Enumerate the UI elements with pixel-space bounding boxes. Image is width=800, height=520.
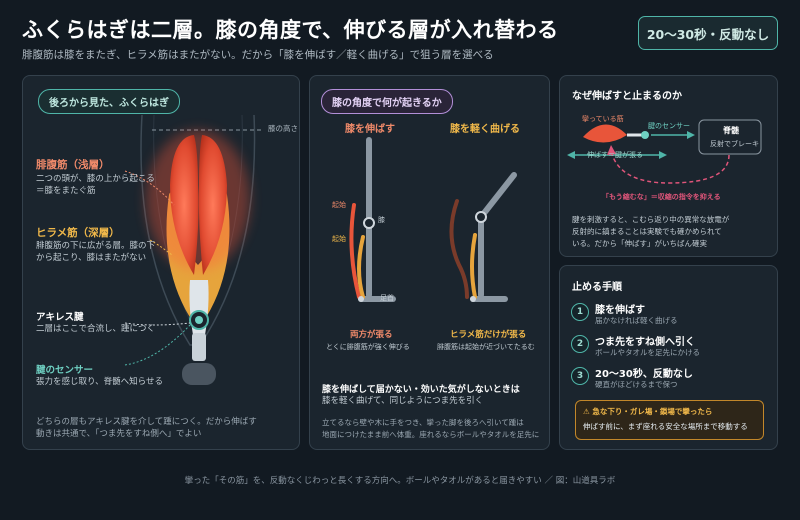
spinal-cord-box bbox=[698, 119, 762, 155]
warning-body: 伸ばす前に、まず座れる安全な場所まで移動する bbox=[583, 422, 748, 431]
middle-tip-title: 膝を伸ばして届かない・効いた気がしないときは bbox=[322, 385, 520, 395]
reflex-panel bbox=[559, 75, 778, 257]
step-1-title: 膝を伸ばす bbox=[595, 305, 645, 316]
origin-label-gastroc: 起始 bbox=[332, 201, 346, 209]
tendon-sensor-label: 腱のセンサー bbox=[648, 122, 690, 130]
bent-caption-title: ヒラメ筋だけが張る bbox=[450, 330, 527, 340]
soleus-muscle bbox=[170, 195, 226, 325]
step-3-sub: 硬直がほどけるまで保つ bbox=[595, 380, 678, 389]
gastroc-straight bbox=[349, 203, 361, 299]
left-footnote-2: 動きは共通で、「つま先をすね側へ」でよい bbox=[36, 429, 202, 439]
inhibition-path bbox=[610, 150, 730, 184]
inhibit-label: 「もう縮むな」＝収縮の指令を抑える bbox=[602, 193, 721, 201]
spinal-cord-sub: 反射でブレーキ bbox=[710, 140, 759, 148]
reflex-diagram bbox=[567, 119, 762, 184]
duration-badge: 20〜30秒・反動なし bbox=[638, 16, 778, 50]
ankle-label: 足首 bbox=[380, 294, 394, 302]
straight-caption-sub: とくに腓腹筋が強く伸びる bbox=[326, 343, 410, 351]
knee-height-label: 膝の高さ bbox=[268, 124, 298, 133]
step-1-sub: 届かなければ軽く曲げる bbox=[595, 316, 678, 325]
gastrocnemius-medial-head bbox=[170, 135, 199, 275]
calf-anatomy-panel bbox=[22, 75, 300, 450]
step-2-title: つま先をすね側へ引く bbox=[595, 337, 695, 348]
page-title: ふくらはぎは二層。膝の角度で、伸びる層が入れ替わる bbox=[22, 18, 559, 42]
step-1-number: 1 bbox=[571, 303, 589, 321]
reflex-title: なぜ伸ばすと止まるのか bbox=[572, 91, 682, 102]
soleus-bent bbox=[470, 233, 477, 299]
step-2-number: 2 bbox=[571, 335, 589, 353]
warning-box bbox=[575, 400, 764, 440]
bent-knee-title: 膝を軽く曲げる bbox=[450, 124, 520, 135]
steps-title: 止める手順 bbox=[572, 282, 622, 293]
knee-angle-tag: 膝の角度で何が起きるか bbox=[321, 89, 453, 114]
straight-caption-title: 両方が張る bbox=[350, 330, 393, 340]
gastrocnemius-desc-1: 二つの頭が、膝の上から起こる bbox=[36, 174, 155, 184]
rear-view-tag: 後ろから見た、ふくらはぎ bbox=[38, 89, 180, 114]
soleus-desc-2: から起こり、膝はまたがない bbox=[36, 253, 147, 263]
step-3-title: 20〜30秒、反動なし bbox=[595, 369, 693, 380]
achilles-title: アキレス腱 bbox=[36, 312, 84, 323]
heel bbox=[182, 363, 216, 385]
gastrocnemius-lateral-head bbox=[198, 135, 227, 275]
knee-joint-label: 膝 bbox=[378, 216, 385, 224]
soleus-desc-1: 腓腹筋の下に広がる層。膝の下 bbox=[36, 241, 156, 251]
cramp-muscle-label: 攣っている筋 bbox=[582, 115, 624, 123]
tendon-sensor-desc: 張力を感じ取り、脊髄へ知らせる bbox=[36, 377, 163, 387]
reflex-body-2: 反射的に鎮まることは実験でも確かめられて bbox=[572, 227, 722, 236]
soleus-straight bbox=[357, 235, 365, 299]
middle-tip-sub: 膝を軽く曲げて、同じようにつま先を引く bbox=[322, 396, 484, 406]
step-3-number: 3 bbox=[571, 367, 589, 385]
tendon-sensor-title: 腱のセンサー bbox=[36, 365, 94, 376]
spinal-cord-title: 脊髄 bbox=[723, 126, 739, 135]
knee-angle-panel bbox=[309, 75, 550, 450]
knee-angle-diagram bbox=[349, 137, 517, 302]
warning-title: ⚠ 急な下り・ガレ場・鎖場で攣ったら bbox=[583, 407, 713, 416]
calf-illustration bbox=[124, 114, 262, 385]
gastrocnemius-desc-2: ＝膝をまたぐ筋 bbox=[36, 186, 96, 196]
middle-note-1: 立てるなら壁や木に手をつき、攣った脚を後ろへ引いて踵は bbox=[322, 418, 524, 427]
left-footnote-1: どちらの層もアキレス腱を介して踵につく。だから伸ばす bbox=[36, 417, 257, 427]
stretch-label: 伸ばす＝腱が張る bbox=[587, 151, 643, 159]
reflex-body-1: 腱を刺激すると、こむら返り中の異常な放電が bbox=[572, 215, 730, 224]
bent-caption-sub: 腓腹筋は起始が近づいてたるむ bbox=[437, 343, 535, 351]
soleus-title: ヒラメ筋（深層） bbox=[36, 227, 120, 239]
straight-knee-title: 膝を伸ばす bbox=[345, 124, 395, 135]
gastroc-slack bbox=[449, 199, 469, 299]
origin-label-soleus: 起始 bbox=[332, 235, 346, 243]
reflex-body-3: いる。だから「伸ばす」がいちばん確実 bbox=[572, 239, 707, 248]
middle-note-2: 地面につけたまま前へ体重。座れるならボールやタオルを足先に bbox=[322, 430, 540, 439]
page-subtitle: 腓腹筋は膝をまたぎ、ヒラメ筋はまたがない。だから「膝を伸ばす／軽く曲げる」で狙う… bbox=[22, 49, 494, 61]
footer-credit: 攣った「その筋」を、反動なくじわっと長くする方向へ。ボールやタオルがあると届きや… bbox=[184, 476, 616, 486]
achilles-desc: 二層はここで合流し、踵につく bbox=[36, 324, 156, 334]
gastrocnemius-title: 腓腹筋（浅層） bbox=[36, 159, 110, 171]
cramp-muscle-shape bbox=[583, 124, 627, 143]
step-2-sub: ボールやタオルを足先にかける bbox=[595, 348, 700, 357]
